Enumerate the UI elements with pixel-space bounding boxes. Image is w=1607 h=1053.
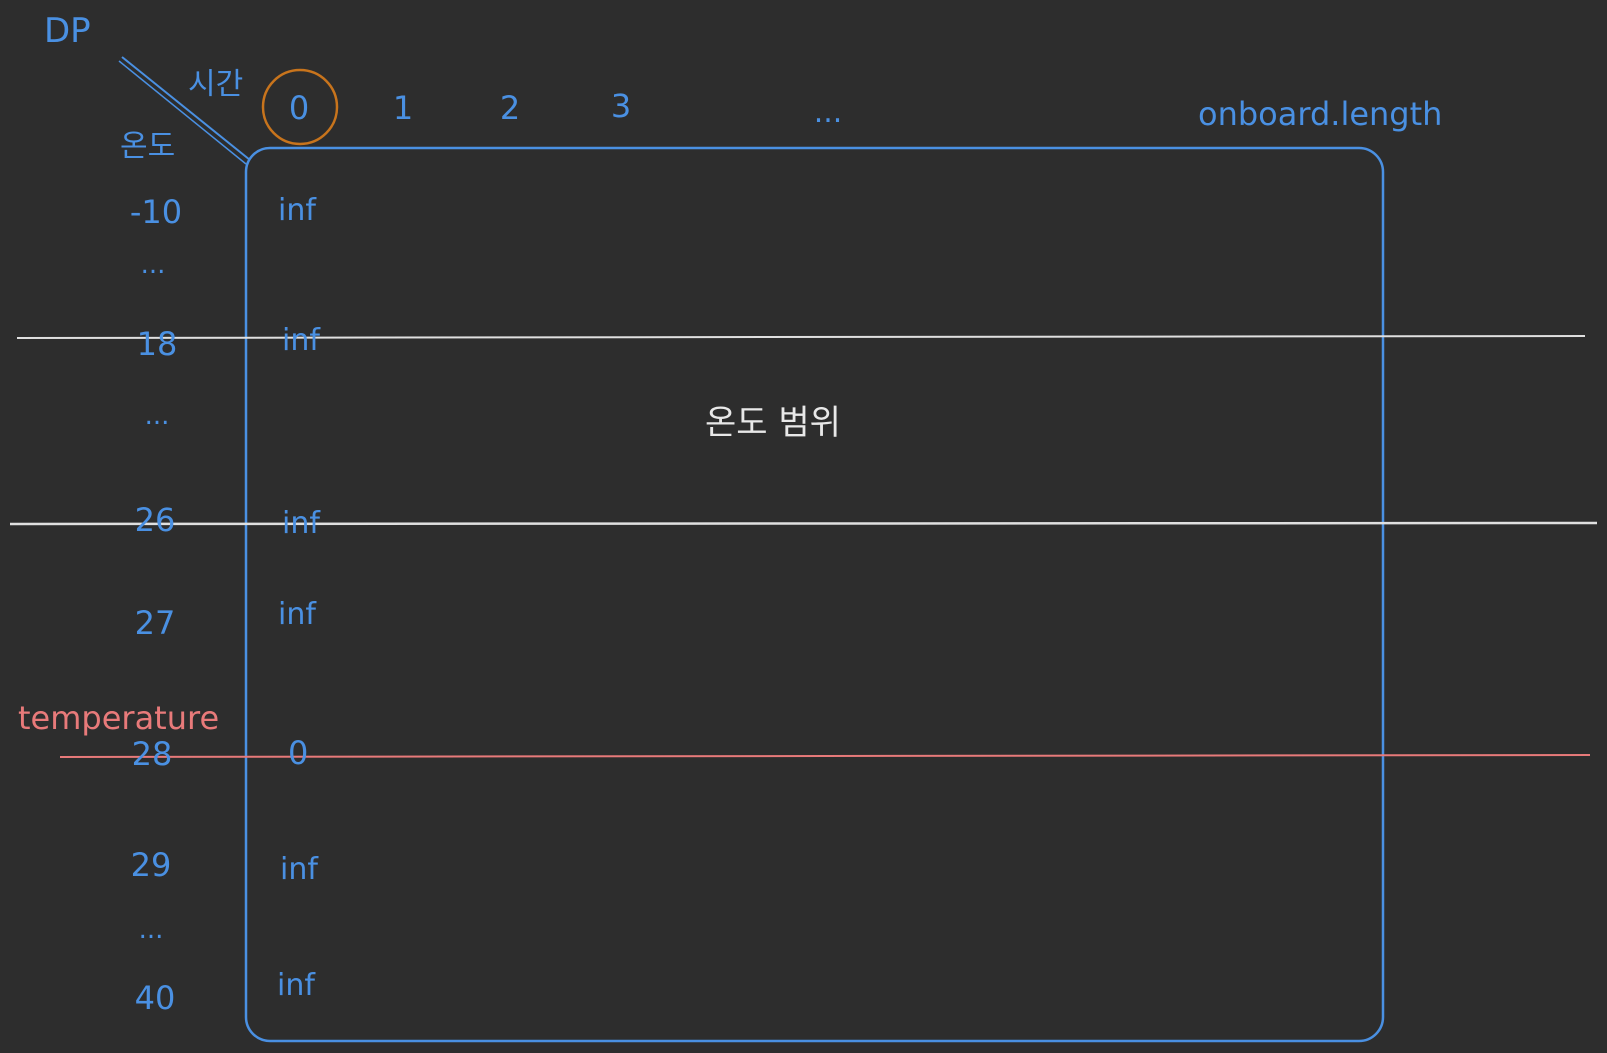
range-line-bottom	[9, 521, 1598, 526]
column-header-last: onboard.length	[1198, 95, 1443, 133]
cell-value: 0	[288, 734, 309, 772]
column-header: 1	[392, 89, 414, 127]
row-label: 29	[130, 846, 172, 884]
column-header-ellipsis: ...	[813, 95, 843, 130]
cell-value: inf	[282, 323, 320, 358]
column-zero-highlight-circle	[261, 68, 339, 146]
dp-title: DP	[44, 11, 91, 51]
dp-table-box	[244, 146, 1385, 1043]
row-label: 27	[134, 604, 176, 642]
row-label: -10	[129, 193, 183, 231]
row-label: 26	[134, 501, 176, 539]
temperature-label: temperature	[18, 699, 220, 737]
row-label-ellipsis: ...	[138, 915, 164, 945]
temperature-line	[59, 754, 1591, 758]
temperature-range-label: 온도 범위	[705, 403, 841, 443]
cell-value: inf	[278, 597, 316, 632]
dp-diagonal-line-2	[118, 60, 247, 165]
cell-value: inf	[278, 193, 316, 228]
temperature-axis-label: 온도	[120, 129, 176, 164]
row-label: 28	[131, 735, 173, 773]
row-label: 18	[136, 325, 178, 363]
cell-value: inf	[280, 852, 318, 887]
row-label-ellipsis: ...	[144, 401, 170, 431]
cell-value: inf	[282, 506, 320, 541]
column-header: 0	[288, 89, 310, 127]
row-label: 40	[134, 979, 176, 1017]
column-header: 3	[610, 87, 632, 125]
row-label-ellipsis: ...	[140, 250, 166, 280]
dp-diagonal-line	[121, 56, 251, 161]
range-line-top	[16, 335, 1586, 339]
column-header: 2	[499, 89, 521, 127]
time-axis-label: 시간	[188, 67, 244, 102]
cell-value: inf	[277, 968, 315, 1003]
